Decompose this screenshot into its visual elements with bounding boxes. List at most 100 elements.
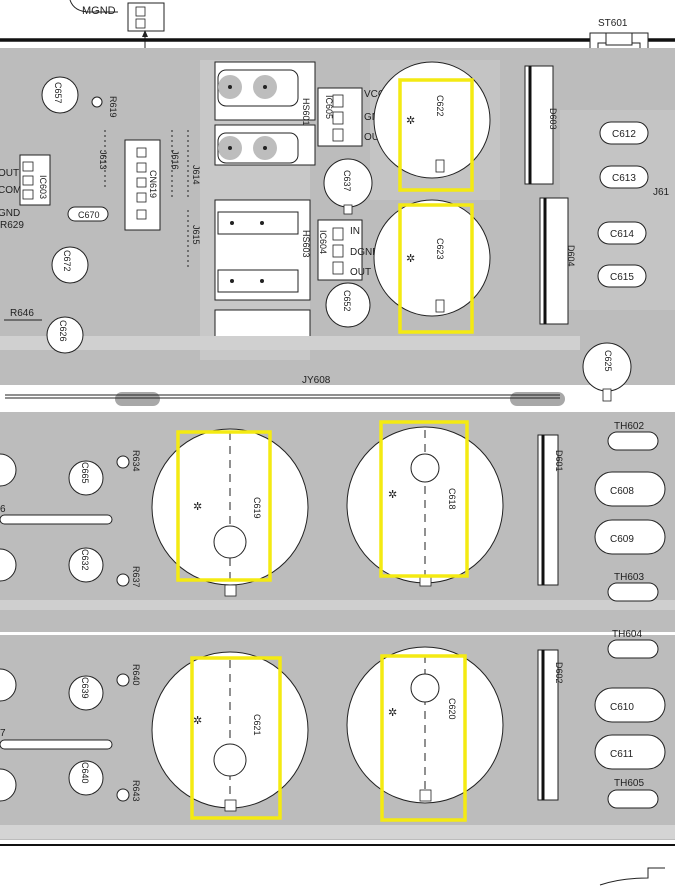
c610-label: C610 xyxy=(610,702,634,713)
hs603-label: HS603 xyxy=(301,230,311,258)
j614-label: J614 xyxy=(191,165,201,185)
ic605-label: IC605 xyxy=(324,95,334,119)
left-edge-fragments: 6 7 xyxy=(0,453,113,802)
copper-lower xyxy=(0,412,675,840)
ic604-pin-out: OUT xyxy=(350,267,371,278)
polarity-mark-c618: ✲ xyxy=(388,489,397,501)
large-cap-c619: C619 ✲ xyxy=(151,428,309,597)
hs601-label: HS601 xyxy=(301,98,311,126)
resistors-lower: R634 R637 R640 R643 xyxy=(116,450,141,802)
ic605: IC605 VCC GND OUT xyxy=(317,87,386,147)
small-caps-lower: C665 C632 C639 C640 xyxy=(68,460,104,796)
ic603-pin-out: OUT xyxy=(0,168,19,179)
c613-label: C613 xyxy=(612,173,636,184)
c637-label: C637 xyxy=(342,170,352,192)
large-cap-c620: C620 ✲ xyxy=(346,646,504,822)
cn619-label: CN619 xyxy=(148,170,158,198)
d604-label: D604 xyxy=(566,245,576,267)
c615-label: C615 xyxy=(610,272,634,283)
d601-label: D601 xyxy=(554,450,564,472)
c609-label: C609 xyxy=(610,534,634,545)
th602-label: TH602 xyxy=(614,421,644,432)
r643-label: R643 xyxy=(131,780,141,802)
r637-label: R637 xyxy=(131,566,141,588)
large-cap-c621: C621 ✲ xyxy=(151,651,309,820)
ic605-pin-out: OUT xyxy=(364,132,385,143)
side-components-lower: TH602 C608 C609 TH603 TH604 C610 C611 TH… xyxy=(594,421,666,809)
highlight-c621 xyxy=(190,656,282,820)
ic603-pin-gnd: GND xyxy=(0,208,20,219)
st601-label: ST601 xyxy=(598,18,628,29)
large-cap-c618: C618 ✲ xyxy=(346,420,504,587)
ic604: IC604 IN DGND OUT xyxy=(317,219,379,281)
c652-label: C652 xyxy=(342,290,352,312)
j616-label: J616 xyxy=(170,150,180,170)
small-caps-upper: C657 R619 C670 C672 R646 C626 C637 C652 … xyxy=(4,76,632,402)
edge-fragment-6: 6 xyxy=(0,504,6,515)
r646-label: R646 xyxy=(10,308,34,319)
highlight-c618 xyxy=(379,420,469,578)
c657-label: C657 xyxy=(53,82,63,104)
polarity-mark-c619: ✲ xyxy=(193,501,202,513)
hs601-heatsink: HS601 xyxy=(217,69,311,164)
ic603-label: IC603 xyxy=(38,175,48,199)
c623-label: C623 xyxy=(435,238,445,260)
j613-label: J613 xyxy=(98,150,108,170)
c640-label: C640 xyxy=(80,762,90,784)
highlight-c623 xyxy=(398,203,474,334)
hs603-heatsink: HS603 xyxy=(217,211,311,293)
polarity-mark-c620: ✲ xyxy=(388,707,397,719)
polarity-mark-c623: ✲ xyxy=(406,253,415,265)
c621-label: C621 xyxy=(252,714,262,736)
large-cap-c623: C623 ✲ xyxy=(373,199,491,334)
edge-fragment-7: 7 xyxy=(0,728,6,739)
c620-label: C620 xyxy=(447,698,457,720)
r629-label: R629 xyxy=(0,220,24,231)
ic605-pin-vcc: VCC xyxy=(364,89,385,100)
c672-label: C672 xyxy=(62,250,72,272)
ic604-pin-dgnd: DGND xyxy=(350,247,379,258)
c619-label: C619 xyxy=(252,497,262,519)
bottom-right-connector-fragment xyxy=(599,867,665,886)
r634-label: R634 xyxy=(131,450,141,472)
diodes-upper: D603 D604 xyxy=(524,65,576,325)
c622-label: C622 xyxy=(435,95,445,117)
c614-label: C614 xyxy=(610,229,634,240)
c639-label: C639 xyxy=(80,677,90,699)
jy608-label: JY608 xyxy=(302,375,331,386)
r619-label: R619 xyxy=(108,96,118,118)
th605-label: TH605 xyxy=(614,778,644,789)
diodes-lower: D601 D602 xyxy=(537,434,564,801)
c625-label: C625 xyxy=(603,350,613,372)
jumper-labels: J613 J616 J614 J615 J61 xyxy=(98,130,670,270)
c608-label: C608 xyxy=(610,486,634,497)
highlight-c620 xyxy=(380,654,467,822)
c626-label: C626 xyxy=(58,320,68,342)
jumper-jy608: JY608 xyxy=(5,375,560,399)
d602-label: D602 xyxy=(554,662,564,684)
ic603: IC603 OUT COM GND xyxy=(0,154,51,219)
j61-label: J61 xyxy=(653,187,670,198)
c632-label: C632 xyxy=(80,549,90,571)
ic603-pin-com: COM xyxy=(0,185,21,196)
polarity-mark-c622: ✲ xyxy=(406,115,415,127)
th603-label: TH603 xyxy=(614,572,644,583)
th604-label: TH604 xyxy=(612,629,642,640)
highlight-c619 xyxy=(176,430,272,582)
cn619-connector: CN619 xyxy=(124,139,161,231)
mgnd-label: MGND xyxy=(82,5,116,17)
c665-label: C665 xyxy=(80,462,90,484)
r640-label: R640 xyxy=(131,664,141,686)
c612-label: C612 xyxy=(612,129,636,140)
side-caps-upper: C612 C613 C614 C615 xyxy=(597,121,649,288)
polarity-mark-c621: ✲ xyxy=(193,715,202,727)
d603-label: D603 xyxy=(548,108,558,130)
c618-label: C618 xyxy=(447,488,457,510)
c611-label: C611 xyxy=(610,749,634,760)
ic604-label: IC604 xyxy=(318,230,328,254)
c670-label: C670 xyxy=(78,210,100,220)
large-cap-c622: C622 ✲ xyxy=(373,61,491,192)
j615-label: J615 xyxy=(191,225,201,245)
ic604-pin-in: IN xyxy=(350,226,360,237)
